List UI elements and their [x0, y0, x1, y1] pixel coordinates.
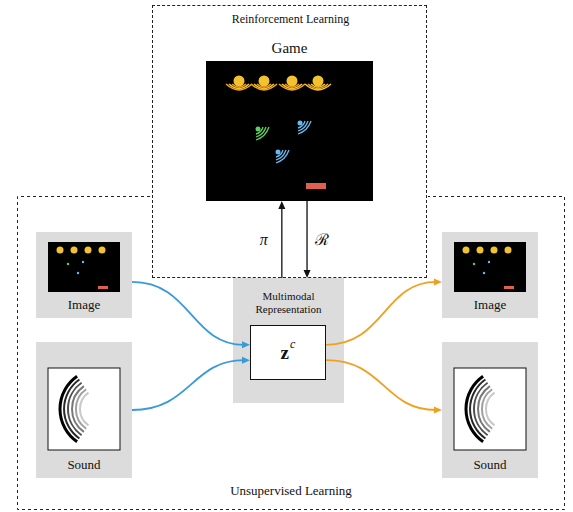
connector — [132, 282, 250, 348]
edge-label: π — [260, 232, 268, 248]
representation-panel: Multimodal Representation zc — [233, 278, 344, 403]
panel-label: Image — [40, 298, 128, 313]
edge-label: ℛ — [315, 232, 329, 248]
connector — [304, 201, 311, 278]
connector-line — [306, 201, 307, 272]
connector — [326, 278, 442, 344]
image-output-panel: Image — [442, 232, 538, 318]
connector-line — [326, 282, 436, 345]
connector-line — [326, 360, 436, 410]
connector-line — [132, 360, 244, 410]
connector — [278, 201, 285, 278]
arrowhead — [434, 407, 442, 414]
connector — [132, 357, 250, 410]
unsupervised-region: Unsupervised Learning ImageSound Multimoda… — [17, 196, 565, 510]
arrowhead — [434, 278, 442, 285]
arrowhead — [242, 341, 250, 348]
region-title: Reinforcement Learning — [157, 13, 424, 27]
latent-symbol: zc — [251, 326, 325, 379]
latent-variable: z — [281, 342, 289, 364]
game-illustration — [206, 39, 373, 201]
connector — [326, 360, 442, 413]
connector-line — [132, 282, 244, 345]
panel-label: Sound — [446, 458, 534, 473]
region-title: Unsupervised Learning — [21, 484, 561, 499]
rl-region: Reinforcement LearningGame — [152, 5, 427, 278]
panel-label: Sound — [40, 458, 128, 473]
connector-line — [281, 207, 282, 278]
sound-output-panel: Sound — [442, 342, 538, 478]
image-input-panel: Image — [36, 232, 132, 318]
game-heading: Game — [206, 40, 373, 57]
arrowhead — [242, 357, 250, 364]
superscript: c — [290, 338, 295, 352]
sound-input-panel: Sound — [36, 342, 132, 478]
game-screen: Game — [206, 39, 373, 201]
latent-box: zc — [250, 325, 326, 380]
panel-label: Image — [446, 298, 534, 313]
arrowhead — [278, 201, 285, 209]
arrowhead — [304, 270, 311, 278]
panel-label: Multimodal Representation — [239, 290, 338, 315]
